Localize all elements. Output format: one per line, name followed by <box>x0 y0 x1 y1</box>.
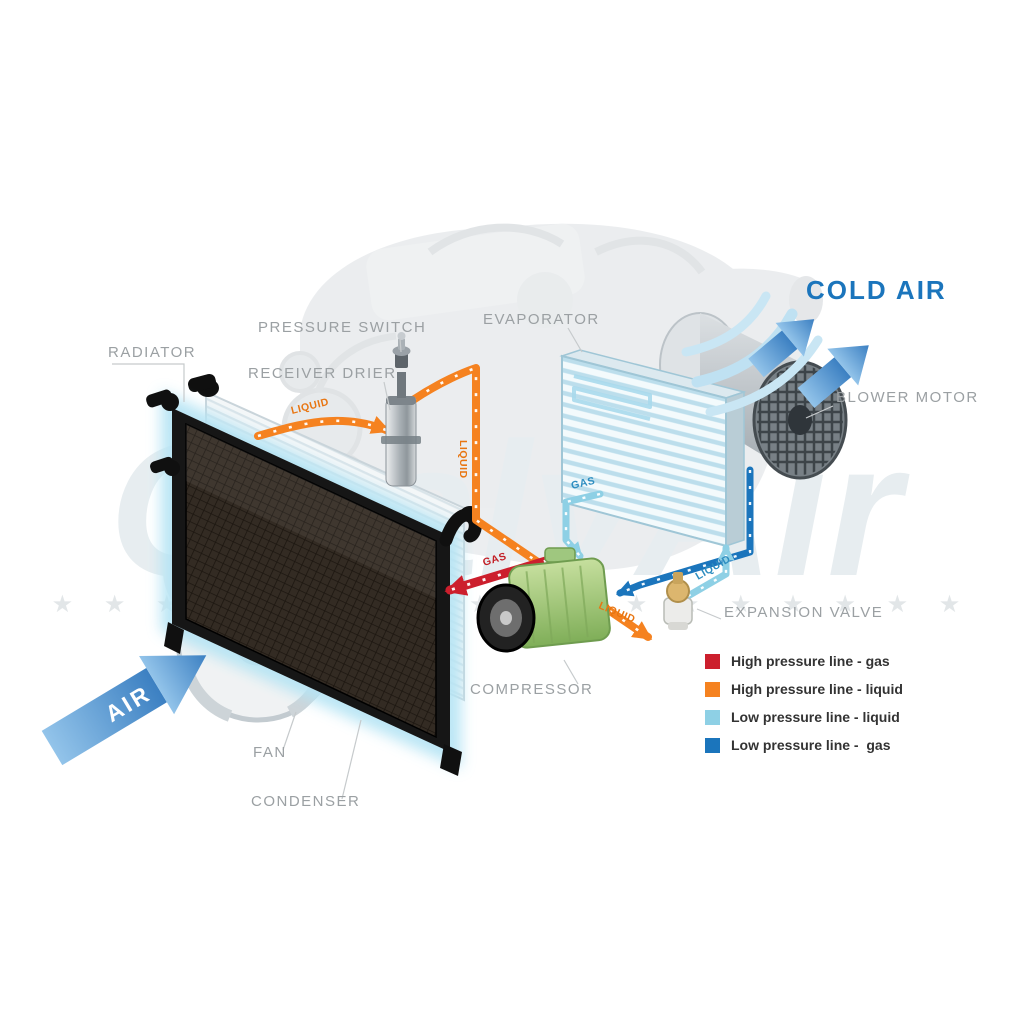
engine-background-art <box>279 223 823 571</box>
label-compressor: COMPRESSOR <box>470 681 593 698</box>
label-expansion-valve: EXPANSION VALVE <box>724 604 883 621</box>
legend-label: High pressure line - gas <box>731 653 890 669</box>
condenser-graphic <box>146 389 482 776</box>
label-receiver-drier: RECEIVER DRIER <box>248 365 397 382</box>
low-pressure-gas-line <box>615 466 754 597</box>
label-pressure-switch: PRESSURE SWITCH <box>258 319 426 336</box>
label-fan: FAN <box>253 744 287 761</box>
line-label-gas: GAS <box>570 475 596 492</box>
legend-swatch-low-pressure-gas <box>705 737 720 753</box>
evaporator-graphic <box>559 349 747 548</box>
high-pressure-liquid-line <box>254 364 653 641</box>
label-evaporator: EVAPORATOR <box>483 311 600 328</box>
expansion-valve-graphic <box>663 572 693 630</box>
legend-swatch-high-pressure-liquid <box>705 681 720 697</box>
legend-swatch-low-pressure-liquid <box>705 709 720 725</box>
cold-air-arrow <box>748 319 815 378</box>
receiver-drier-graphic <box>381 372 421 487</box>
label-blower-motor: BLOWER MOTOR <box>836 389 979 406</box>
cold-air-arrow <box>797 345 869 408</box>
legend-item-low-pressure-gas: Low pressure line - gas <box>705 737 903 753</box>
flow-legend: High pressure line - gas High pressure l… <box>705 653 903 765</box>
label-radiator: RADIATOR <box>108 344 196 361</box>
leader-lines <box>112 327 834 800</box>
line-label-liquid: LIQUID <box>457 440 469 479</box>
label-condenser: CONDENSER <box>251 793 360 810</box>
legend-label: Low pressure line - gas <box>731 737 891 753</box>
legend-item-high-pressure-gas: High pressure line - gas <box>705 653 903 669</box>
legend-item-low-pressure-liquid: Low pressure line - liquid <box>705 709 903 725</box>
legend-label: Low pressure line - liquid <box>731 709 900 725</box>
label-cold-air: COLD AIR <box>806 275 947 305</box>
compressor-graphic <box>476 547 611 653</box>
legend-swatch-high-pressure-gas <box>705 653 720 669</box>
legend-label: High pressure line - liquid <box>731 681 903 697</box>
legend-item-high-pressure-liquid: High pressure line - liquid <box>705 681 903 697</box>
high-pressure-gas-line <box>444 551 567 596</box>
cold-air-flow <box>681 291 869 417</box>
